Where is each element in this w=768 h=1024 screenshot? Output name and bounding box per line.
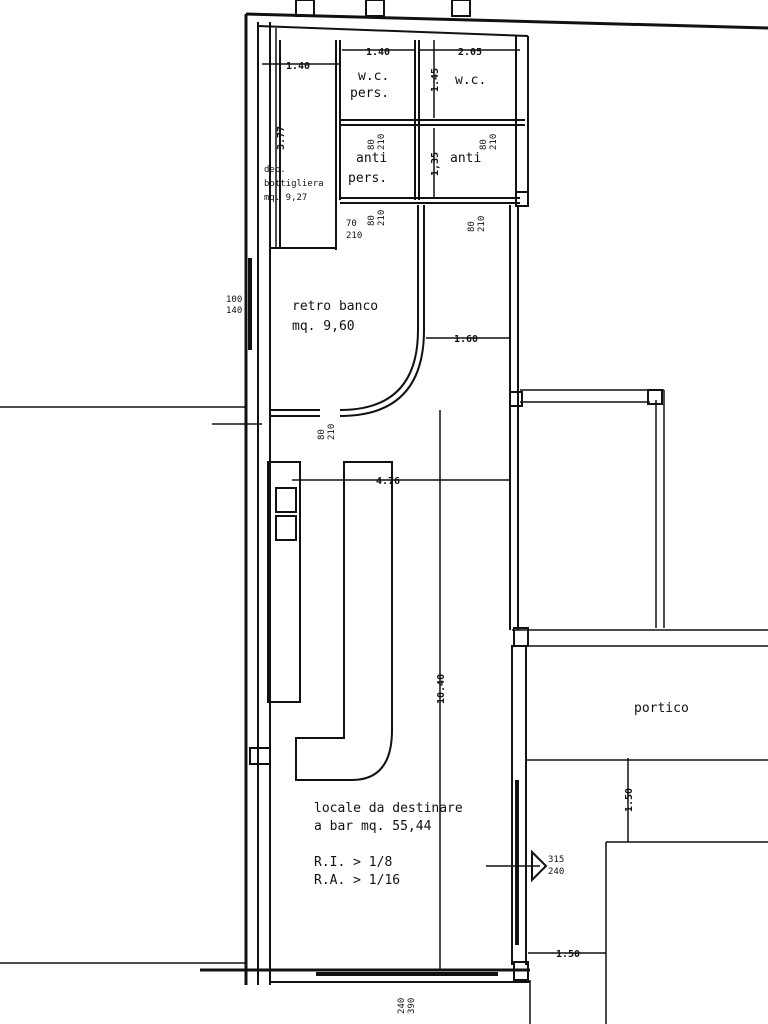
label-locale-1: locale da destinare: [314, 801, 463, 816]
door-anti-w: 80: [467, 221, 477, 232]
dim-1-50-horizontal: 1.50: [556, 949, 580, 960]
window-right-w: 315: [548, 855, 564, 865]
dim-3-77: 3.77: [276, 126, 287, 150]
dim-1-35: 1,35: [430, 152, 441, 176]
dim-1-60: 1.60: [454, 334, 478, 345]
opening-labels: 80 210 80 210 80 210 70 210 80 210 100 1…: [226, 134, 564, 1014]
dimension-lines: [262, 28, 629, 970]
door-retro-w: 80: [317, 429, 327, 440]
dim-4-76: 4.76: [376, 476, 400, 487]
label-wc: w.c.: [455, 73, 486, 88]
door-antipers-wc-w: 80: [367, 139, 377, 150]
label-dep-2: bottigliera: [264, 179, 324, 189]
door-dep-w: 70: [346, 219, 357, 229]
door-dep-h: 210: [346, 231, 362, 241]
door-retro-h: 210: [327, 424, 337, 440]
entrance-w: 240: [397, 998, 407, 1014]
window-markers: [295, 0, 548, 883]
outer-walls: [200, 12, 768, 985]
door-antipers-wc-h: 210: [377, 134, 387, 150]
entrance-h: 390: [407, 998, 417, 1014]
label-anti-pers-1: anti: [356, 151, 387, 166]
dim-1-50-vertical: 1.50: [624, 788, 635, 812]
door-anti-h: 210: [477, 216, 487, 232]
door-anti-wc-h: 210: [489, 134, 499, 150]
dim-10-40: 10.40: [436, 674, 447, 704]
window-left-w: 100: [226, 295, 242, 305]
window-right-h: 240: [548, 867, 564, 877]
dimension-labels: 1.40 1.40 2.05 1.45 3.77 1,35 1.60 4.76 …: [276, 47, 635, 960]
dim-1-45: 1.45: [430, 68, 441, 92]
label-locale-2: a bar mq. 55,44: [314, 819, 432, 834]
label-wc-pers-1: w.c.: [358, 69, 389, 84]
bar-counters: [267, 461, 393, 781]
label-portico: portico: [634, 701, 689, 716]
window-left-h: 140: [226, 306, 242, 316]
dim-1-40-dep: 1.40: [286, 61, 310, 72]
context-lines: [0, 389, 768, 1024]
door-antipers-h: 210: [377, 210, 387, 226]
label-anti: anti: [450, 151, 481, 166]
dim-1-40-wc: 1.40: [366, 47, 390, 58]
service-partitions: [249, 40, 663, 981]
label-ri: R.I. > 1/8: [314, 855, 392, 870]
label-anti-pers-2: pers.: [348, 171, 387, 186]
room-labels: w.c. pers. w.c. anti pers. anti dep. bot…: [264, 69, 689, 888]
label-wc-pers-2: pers.: [350, 86, 389, 101]
label-dep-1: dep.: [264, 165, 286, 175]
label-retro-banco-2: mq. 9,60: [292, 319, 355, 334]
dim-2-05: 2.05: [458, 47, 482, 58]
label-retro-banco-1: retro banco: [292, 299, 378, 314]
label-dep-3: mq. 9,27: [264, 193, 307, 203]
door-anti-wc-w: 80: [479, 139, 489, 150]
door-antipers-w: 80: [367, 215, 377, 226]
label-ra: R.A. > 1/16: [314, 873, 400, 888]
